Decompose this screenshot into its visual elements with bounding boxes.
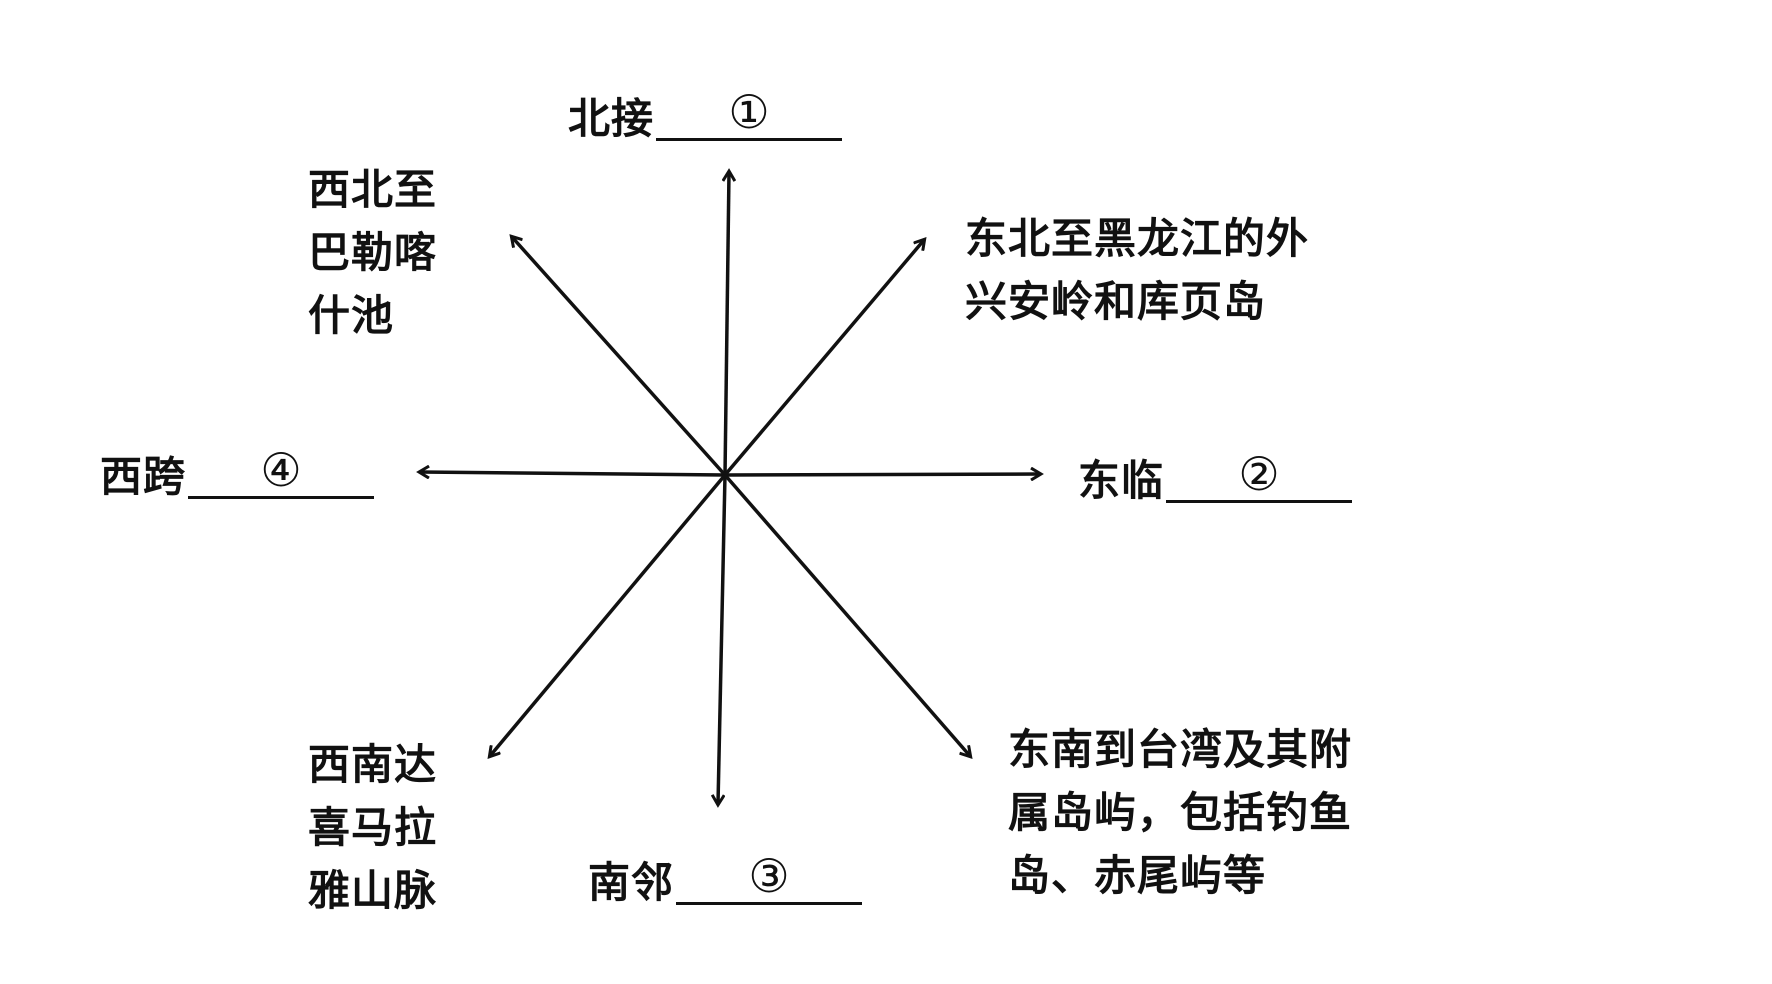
- east-label: 东临 ②: [1078, 448, 1353, 509]
- southeast-line-3: 岛、赤尾屿等: [1008, 851, 1267, 900]
- arrow-northwest: [512, 237, 727, 477]
- east-prefix: 东临: [1078, 456, 1165, 505]
- north-label: 北接 ①: [568, 86, 843, 147]
- arrow-west: [420, 472, 726, 475]
- southeast-label: 东南到台湾及其附 属岛屿，包括钓鱼 岛、赤尾屿等: [1008, 718, 1352, 907]
- arrow-south: [718, 474, 727, 804]
- northwest-line-1: 西北至: [308, 165, 438, 214]
- northeast-label: 东北至黑龙江的外 兴安岭和库页岛: [965, 207, 1309, 333]
- southwest-line-2: 喜马拉: [308, 803, 438, 852]
- northwest-line-2: 巴勒喀: [308, 228, 438, 277]
- southwest-line-3: 雅山脉: [308, 866, 438, 915]
- east-blank[interactable]: ②: [1166, 448, 1353, 503]
- southwest-label: 西南达 喜马拉 雅山脉: [308, 733, 437, 922]
- southeast-line-1: 东南到台湾及其附: [1008, 725, 1353, 774]
- northwest-line-3: 什池: [308, 291, 395, 340]
- north-prefix: 北接: [568, 94, 655, 143]
- south-prefix: 南邻: [588, 858, 675, 907]
- north-blank[interactable]: ①: [656, 86, 843, 141]
- south-label: 南邻 ③: [588, 850, 863, 911]
- west-prefix: 西跨: [100, 452, 187, 501]
- west-blank[interactable]: ④: [188, 444, 375, 499]
- arrow-northeast: [723, 240, 924, 477]
- arrow-southwest: [490, 473, 727, 756]
- arrow-southeast: [723, 473, 970, 756]
- arrow-east: [724, 474, 1040, 475]
- south-blank[interactable]: ③: [676, 850, 863, 905]
- southeast-line-2: 属岛屿，包括钓鱼: [1008, 788, 1353, 837]
- west-label: 西跨 ④: [100, 444, 375, 505]
- northeast-line-2: 兴安岭和库页岛: [965, 277, 1267, 326]
- arrow-north: [725, 172, 729, 476]
- southwest-line-1: 西南达: [308, 740, 438, 789]
- northeast-line-1: 东北至黑龙江的外: [965, 214, 1310, 263]
- northwest-label: 西北至 巴勒喀 什池: [308, 158, 437, 347]
